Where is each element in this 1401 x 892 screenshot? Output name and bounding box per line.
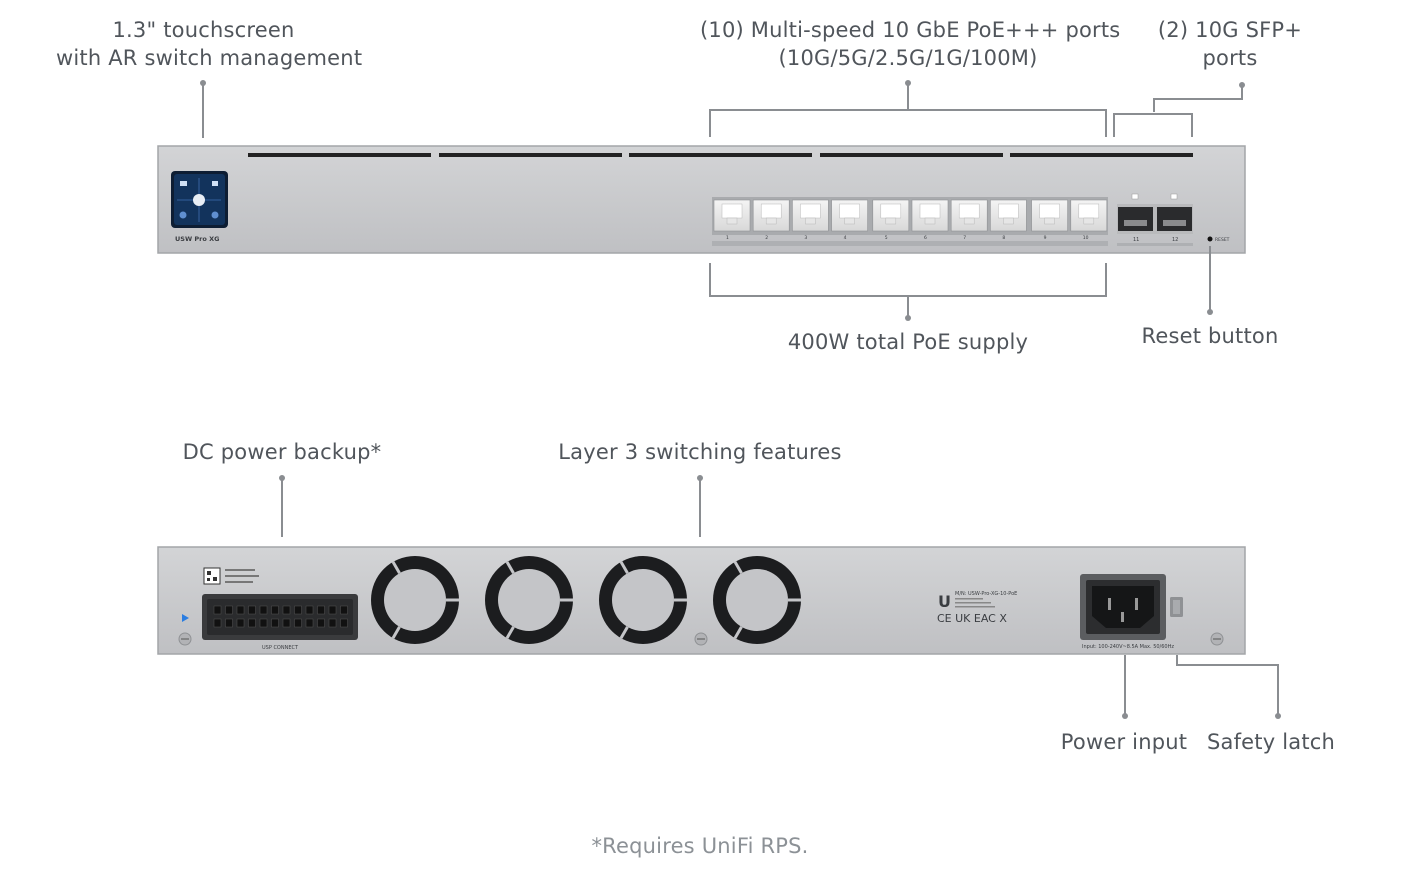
sfp-ports-callout-line1: (2) 10G SFP+	[1157, 18, 1303, 42]
sfp-led	[1170, 193, 1178, 200]
footnote-text: *Requires UniFi RPS.	[591, 834, 809, 858]
touchscreen-callout-line1: 1.3" touchscreen	[112, 18, 295, 42]
poe-ports-callout-line2: (10G/5G/2.5G/1G/100M)	[778, 46, 1038, 70]
input-rating: Input: 100-240V~8.5A Max. 50/60Hz	[1082, 644, 1174, 650]
sfp-port[interactable]	[1118, 207, 1153, 231]
safety-latch-text: Safety latch	[1206, 730, 1336, 754]
rj45-port[interactable]	[792, 199, 829, 232]
rear-leader-lines	[281, 478, 1279, 716]
sfp-led	[1131, 193, 1139, 200]
power-inlet[interactable]	[1080, 574, 1166, 640]
sfp-ports-callout: (2) 10G SFP+ ports	[1150, 16, 1310, 72]
safety-latch-callout: Safety latch	[1200, 728, 1342, 756]
usp-connect-label: USP CONNECT	[262, 645, 299, 651]
dc-power-connector[interactable]	[202, 594, 358, 640]
rear-screw	[694, 632, 708, 646]
touchscreen-callout-line2: with AR switch management	[56, 46, 363, 70]
reset-label: RESET	[1215, 237, 1230, 243]
rear-screw	[178, 632, 192, 646]
dc-power-text: DC power backup*	[182, 440, 382, 464]
port-number: 6	[924, 235, 927, 241]
rj45-port[interactable]	[872, 199, 910, 232]
port-number: 9	[1044, 235, 1047, 241]
sfp-port[interactable]	[1157, 207, 1192, 231]
footnote: *Requires UniFi RPS.	[500, 832, 900, 860]
front-vent	[820, 153, 1003, 157]
rj45-port[interactable]	[752, 199, 790, 232]
poe-ports-callout-line1: (10) Multi-speed 10 GbE PoE+++ ports	[700, 18, 1121, 42]
touchscreen-display[interactable]	[171, 171, 228, 228]
layer3-callout: Layer 3 switching features	[540, 438, 860, 466]
port-number: 5	[885, 235, 888, 241]
front-vent	[1010, 153, 1193, 157]
poe-ports-callout: (10) Multi-speed 10 GbE PoE+++ ports (10…	[700, 16, 1121, 72]
svg-text:M/N: USW-Pro-XG-10-PoE: M/N: USW-Pro-XG-10-PoE	[955, 591, 1017, 597]
front-leader-dots	[200, 80, 1245, 321]
rj45-port[interactable]	[1070, 199, 1108, 232]
rear-leader-dots	[279, 475, 1281, 719]
port-number: 10	[1083, 235, 1089, 241]
fan-vent	[599, 556, 687, 644]
svg-text:U: U	[938, 592, 951, 611]
port-number: 7	[963, 235, 966, 241]
dc-connector-pins	[213, 605, 348, 628]
power-input-callout: Power input	[1054, 728, 1194, 756]
sfp-port-block: 11 12	[1117, 193, 1193, 246]
rj45-port-block: 1 2 3 4 5 6 7 8 9 10	[712, 197, 1108, 246]
rj45-port[interactable]	[990, 199, 1027, 232]
fan-group	[371, 556, 801, 644]
fan-vent	[485, 556, 573, 644]
reset-button[interactable]	[1207, 236, 1213, 242]
sfp-ports-callout-line2: ports	[1202, 46, 1258, 70]
rj45-port[interactable]	[911, 199, 949, 232]
port-number: 1	[726, 235, 729, 241]
rear-panel: USP CONNECT U M/N: USW-Pro-XG-10-PoE CE …	[157, 546, 1246, 655]
front-vent	[248, 153, 431, 157]
poe-supply-callout: 400W total PoE supply	[758, 328, 1058, 356]
qr-code	[203, 567, 221, 585]
touchscreen-callout: 1.3" touchscreen with AR switch manageme…	[56, 16, 363, 72]
poe-supply-text: 400W total PoE supply	[787, 330, 1029, 354]
dc-power-callout: DC power backup*	[170, 438, 394, 466]
sfp-number: 12	[1172, 237, 1178, 243]
port-number: 4	[844, 235, 847, 241]
fan-vent	[371, 556, 459, 644]
rj45-port[interactable]	[1031, 199, 1068, 232]
rj45-port[interactable]	[831, 199, 868, 232]
front-vent	[439, 153, 622, 157]
power-input-text: Power input	[1060, 730, 1188, 754]
port-number: 2	[765, 235, 768, 241]
rj45-port[interactable]	[950, 199, 988, 232]
sfp-number: 11	[1133, 237, 1139, 243]
regulatory-label: U M/N: USW-Pro-XG-10-PoE CE UK EAC X	[937, 591, 1017, 625]
fan-vent	[713, 556, 801, 644]
status-led-icon	[182, 614, 189, 622]
safety-latch[interactable]	[1170, 597, 1183, 617]
reset-button-text: Reset button	[1141, 324, 1279, 348]
port-number: 8	[1002, 235, 1005, 241]
rear-screw	[1210, 632, 1224, 646]
reset-button-callout: Reset button	[1130, 322, 1290, 350]
model-label: USW Pro XG	[175, 235, 219, 243]
front-leader-lines	[202, 83, 1243, 318]
rj45-port[interactable]	[713, 199, 751, 232]
svg-text:CE UK EAC X: CE UK EAC X	[937, 612, 1007, 625]
layer3-text: Layer 3 switching features	[558, 440, 842, 464]
port-number: 3	[804, 235, 807, 241]
front-vent	[629, 153, 812, 157]
